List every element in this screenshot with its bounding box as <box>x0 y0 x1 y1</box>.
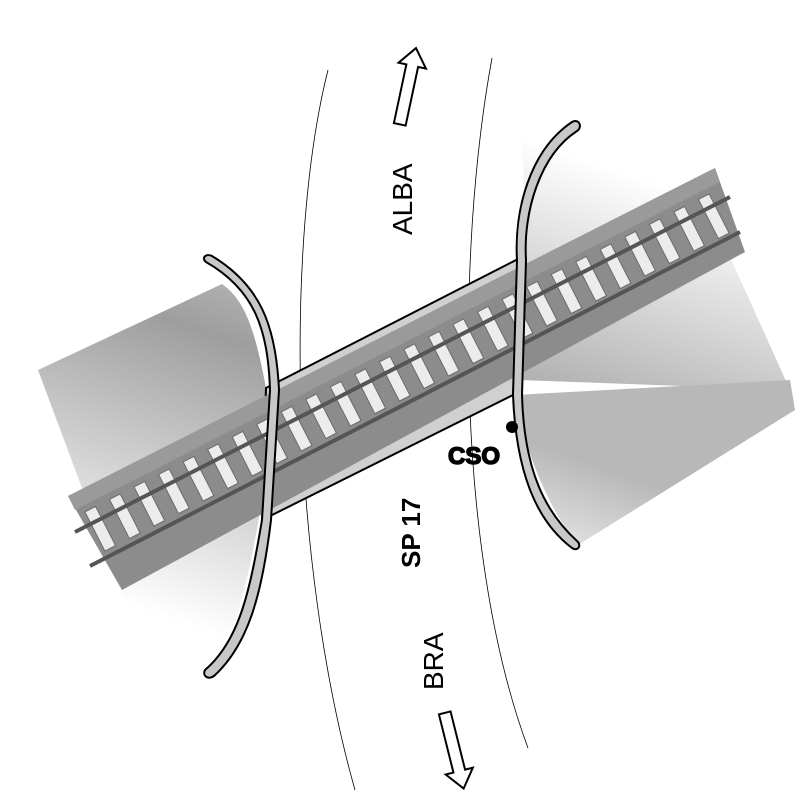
track-sleepers <box>84 193 730 552</box>
marker-dot-icon <box>506 421 518 433</box>
sleeper <box>476 305 509 352</box>
rail-right <box>89 230 741 568</box>
sleeper <box>697 193 730 240</box>
label-north: ALBA <box>387 163 418 235</box>
sleeper <box>403 343 436 390</box>
sleeper <box>206 443 239 490</box>
embankment-right-lower <box>515 380 795 545</box>
sleeper <box>378 355 411 402</box>
sleeper <box>673 205 706 252</box>
sleeper <box>452 318 485 365</box>
sleeper <box>550 268 583 315</box>
label-south: BRA <box>418 632 449 690</box>
sleeper <box>133 480 166 527</box>
track-ballast-edge <box>68 168 720 510</box>
sleeper <box>84 505 117 552</box>
sleeper <box>305 393 338 440</box>
sleeper <box>575 255 608 302</box>
sleeper <box>329 380 362 427</box>
wing-wall-left <box>202 254 281 679</box>
sleeper <box>182 455 215 502</box>
sleeper <box>231 430 264 477</box>
sleeper <box>427 330 460 377</box>
sleeper <box>280 405 313 452</box>
sleeper <box>108 493 141 540</box>
sleeper <box>648 218 681 265</box>
sleeper <box>354 368 387 415</box>
arrow-up-icon <box>392 46 428 127</box>
sleeper <box>157 468 190 515</box>
label-road: SP 17 <box>396 498 426 568</box>
sleeper <box>599 243 632 290</box>
sleeper <box>624 230 657 277</box>
rail-left <box>74 195 731 534</box>
track-ballast <box>68 168 745 590</box>
wing-wall-right <box>511 120 581 551</box>
label-marker: CSO <box>448 443 500 470</box>
sleeper <box>525 280 558 327</box>
arrow-down-icon <box>437 710 475 791</box>
